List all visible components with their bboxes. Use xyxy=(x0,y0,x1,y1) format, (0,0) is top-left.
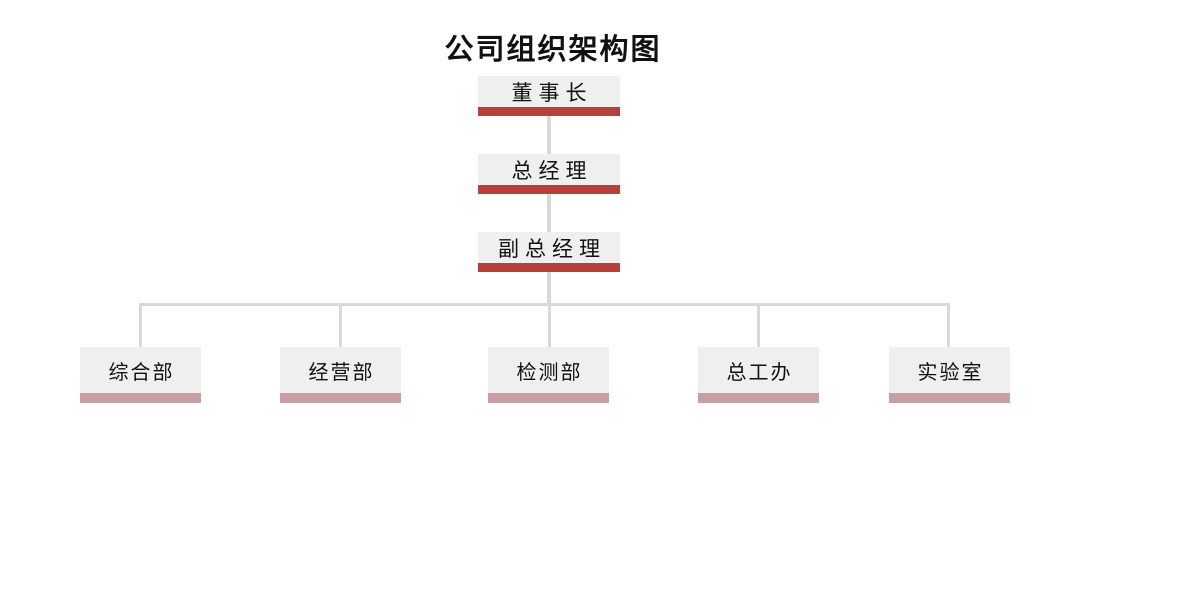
org-node-chairman: 董事长 xyxy=(478,76,620,116)
org-node-general-manager: 总经理 xyxy=(478,154,620,194)
org-node-dept-3: 检测部 xyxy=(488,347,609,403)
node-accent-bar xyxy=(889,393,1010,403)
node-accent-bar xyxy=(80,393,201,403)
org-node-label: 综合部 xyxy=(108,359,175,384)
node-accent-bar xyxy=(478,107,620,116)
node-accent-bar xyxy=(488,393,609,403)
org-node-label: 副总经理 xyxy=(498,236,606,261)
node-accent-bar xyxy=(478,185,620,194)
org-node-label: 总工办 xyxy=(726,359,793,384)
node-accent-bar xyxy=(698,393,819,403)
connector-drop-dept-4 xyxy=(757,303,760,347)
org-node-dept-5: 实验室 xyxy=(889,347,1010,403)
org-node-dept-2: 经营部 xyxy=(280,347,401,403)
connector-drop-dept-3 xyxy=(548,303,551,347)
org-node-label: 实验室 xyxy=(917,359,984,384)
org-node-deputy-general-manager: 副总经理 xyxy=(478,232,620,272)
connector-chairman-gm xyxy=(547,114,551,155)
connector-drop-dept-5 xyxy=(947,303,950,347)
org-node-label: 经营部 xyxy=(308,359,375,384)
org-node-dept-1: 综合部 xyxy=(80,347,201,403)
connector-drop-dept-1 xyxy=(139,303,142,347)
org-node-label: 总经理 xyxy=(511,158,593,183)
connector-dgm-branch xyxy=(547,271,551,305)
chart-title: 公司组织架构图 xyxy=(444,32,662,66)
org-node-label: 董事长 xyxy=(511,80,593,105)
node-accent-bar xyxy=(280,393,401,403)
node-accent-bar xyxy=(478,263,620,272)
org-node-dept-4: 总工办 xyxy=(698,347,819,403)
connector-gm-dgm xyxy=(547,194,551,233)
connector-branch-horizontal xyxy=(140,303,950,306)
connector-drop-dept-2 xyxy=(339,303,342,347)
org-node-label: 检测部 xyxy=(516,359,583,384)
